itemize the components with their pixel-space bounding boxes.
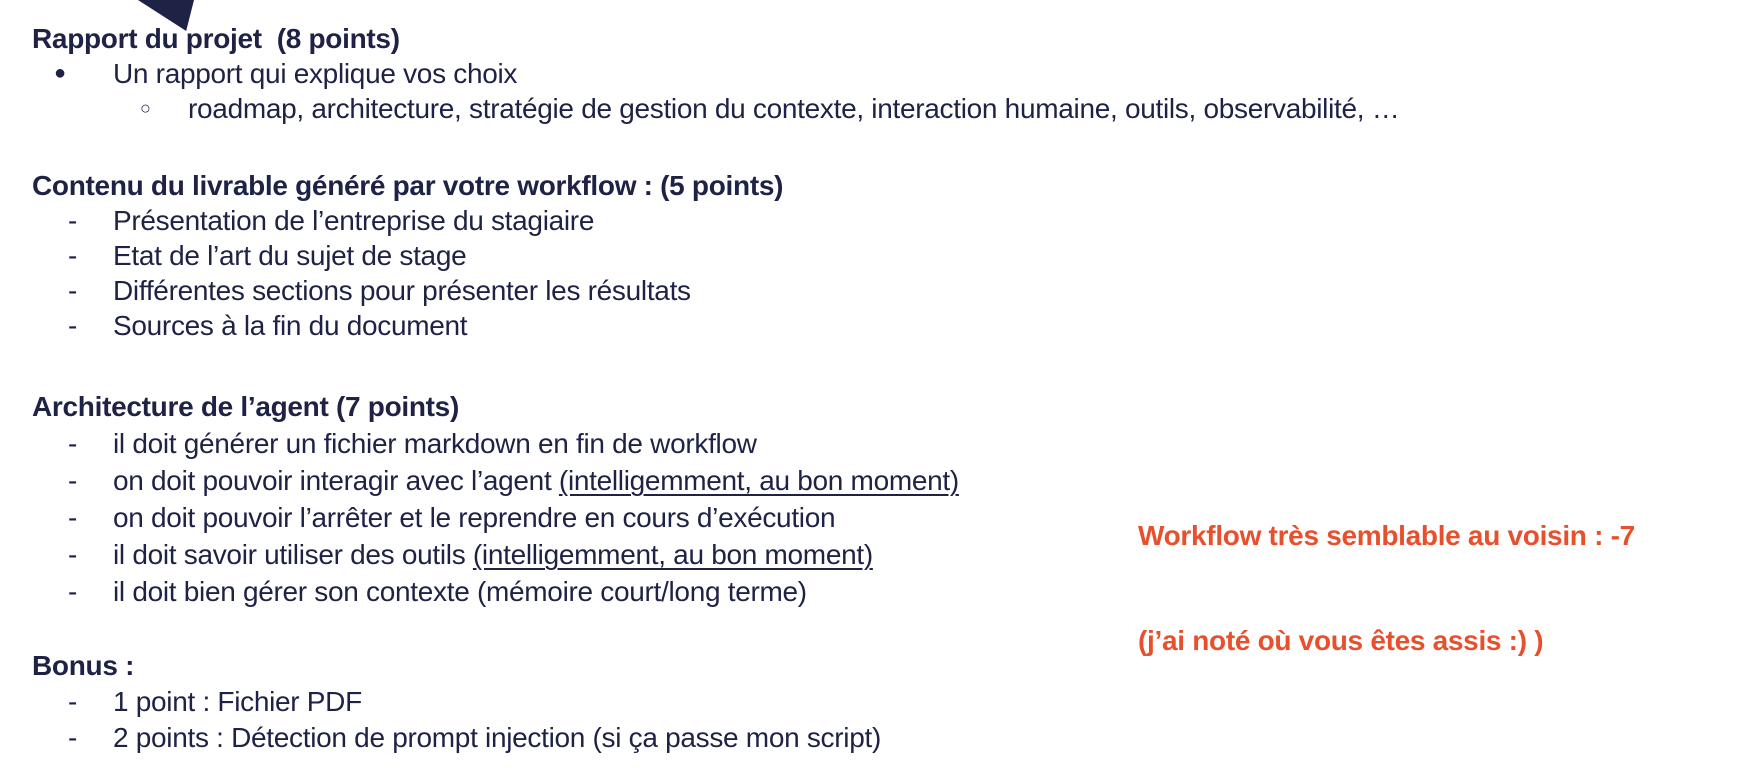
text-segment: Présentation de l’entreprise du stagiair… <box>113 205 595 236</box>
text-segment: Sources à la fin du document <box>113 310 468 341</box>
section-heading-rapport: Rapport du projet (8 points) <box>32 23 400 54</box>
list-item: - 2 points : Détection de prompt injectio… <box>32 720 881 756</box>
list-item: - Présentation de l’entreprise du stagiai… <box>32 203 783 238</box>
dash-marker-icon: - <box>68 275 78 306</box>
dash-marker-icon: - <box>68 502 78 533</box>
section-contenu-livrable: Contenu du livrable généré par votre wor… <box>32 168 783 343</box>
list-item-text: Etat de l’art du sujet de stage <box>113 240 467 271</box>
dash-marker-icon: - <box>68 539 78 570</box>
text-segment: Etat de l’art du sujet de stage <box>113 240 467 271</box>
section-heading-architecture-agent: Architecture de l’agent (7 points) <box>32 391 459 422</box>
list-item: - Sources à la fin du document <box>32 308 783 343</box>
list-item-text: Un rapport qui explique vos choix <box>113 58 517 89</box>
list-item-text: Différentes sections pour présenter les … <box>113 275 691 306</box>
list-item: - il doit générer un fichier markdown en … <box>32 425 959 462</box>
list-item: - il doit savoir utiliser des outils (int… <box>32 536 959 573</box>
section-bonus: Bonus : - 1 point : Fichier PDF - 2 points :… <box>32 648 881 756</box>
list-item: - Différentes sections pour présenter les… <box>32 273 783 308</box>
grader-annotation-line2: (j’ai noté où vous êtes assis :) ) <box>1138 625 1544 656</box>
dash-marker-icon: - <box>68 428 78 459</box>
section-heading-bonus: Bonus : <box>32 650 135 681</box>
list-item-text: il doit savoir utiliser des outils (inte… <box>113 539 873 570</box>
dash-marker-icon: - <box>68 722 78 753</box>
text-segment: il doit savoir utiliser des outils <box>113 539 473 570</box>
list-item: - on doit pouvoir interagir avec l’agent … <box>32 462 959 499</box>
text-segment: 2 points : Détection de prompt injection… <box>113 722 881 753</box>
list-item-text: Présentation de l’entreprise du stagiair… <box>113 205 594 236</box>
list-item: - 1 point : Fichier PDF <box>32 684 881 720</box>
section-heading-contenu-livrable: Contenu du livrable généré par votre wor… <box>32 170 784 201</box>
list-item: ○ roadmap, architecture, stratégie de ges… <box>32 91 1400 126</box>
list-item-text: 1 point : Fichier PDF <box>113 686 362 717</box>
text-segment: roadmap, architecture, stratégie de gest… <box>188 93 1400 124</box>
text-segment: 1 point : Fichier PDF <box>113 686 362 717</box>
list-item: - il doit bien gérer son contexte (mémoir… <box>32 573 959 610</box>
grader-annotation-line1: Workflow très semblable au voisin : -7 <box>1138 520 1635 551</box>
dash-marker-icon: - <box>68 576 78 607</box>
text-segment: on doit pouvoir interagir avec l’agent <box>113 465 559 496</box>
dash-marker-icon: - <box>68 686 78 717</box>
dash-marker-icon: - <box>68 240 78 271</box>
underlined-text-segment: (intelligemment, au bon moment) <box>558 465 959 496</box>
list-item-text: il doit générer un fichier markdown en f… <box>113 428 757 459</box>
text-segment: il doit bien gérer son contexte (mémoire… <box>113 576 807 607</box>
dash-marker-icon: - <box>68 205 78 236</box>
list-item: ● Un rapport qui explique vos choix <box>32 56 1399 91</box>
bullet-marker-icon: ● <box>54 62 66 84</box>
list-item-text: on doit pouvoir interagir avec l’agent (… <box>113 465 959 496</box>
text-segment: Un rapport qui explique vos choix <box>113 58 518 89</box>
section-architecture-agent: Architecture de l’agent (7 points) - il do… <box>32 388 959 610</box>
dash-marker-icon: - <box>68 310 78 341</box>
circle-marker-icon: ○ <box>140 98 151 118</box>
list-item: - Etat de l’art du sujet de stage <box>32 238 783 273</box>
list-item-text: Sources à la fin du document <box>113 310 468 341</box>
dash-marker-icon: - <box>68 465 78 496</box>
list-item-text: on doit pouvoir l’arrêter et le reprendr… <box>113 502 836 533</box>
underlined-text-segment: (intelligemment, au bon moment) <box>472 539 873 570</box>
list-item-text: il doit bien gérer son contexte (mémoire… <box>113 576 807 607</box>
text-segment: on doit pouvoir l’arrêter et le reprendr… <box>113 502 836 533</box>
section-rapport: Rapport du projet (8 points) ● Un rapport … <box>32 21 1400 126</box>
list-item-text: roadmap, architecture, stratégie de gest… <box>188 93 1400 124</box>
list-item: - on doit pouvoir l’arrêter et le reprend… <box>32 499 959 536</box>
grader-annotation: Workflow très semblable au voisin : -7 (… <box>1138 448 1635 728</box>
text-segment: Différentes sections pour présenter les … <box>113 275 691 306</box>
text-segment: il doit générer un fichier markdown en f… <box>113 428 757 459</box>
list-item-text: 2 points : Détection de prompt injection… <box>113 722 881 753</box>
